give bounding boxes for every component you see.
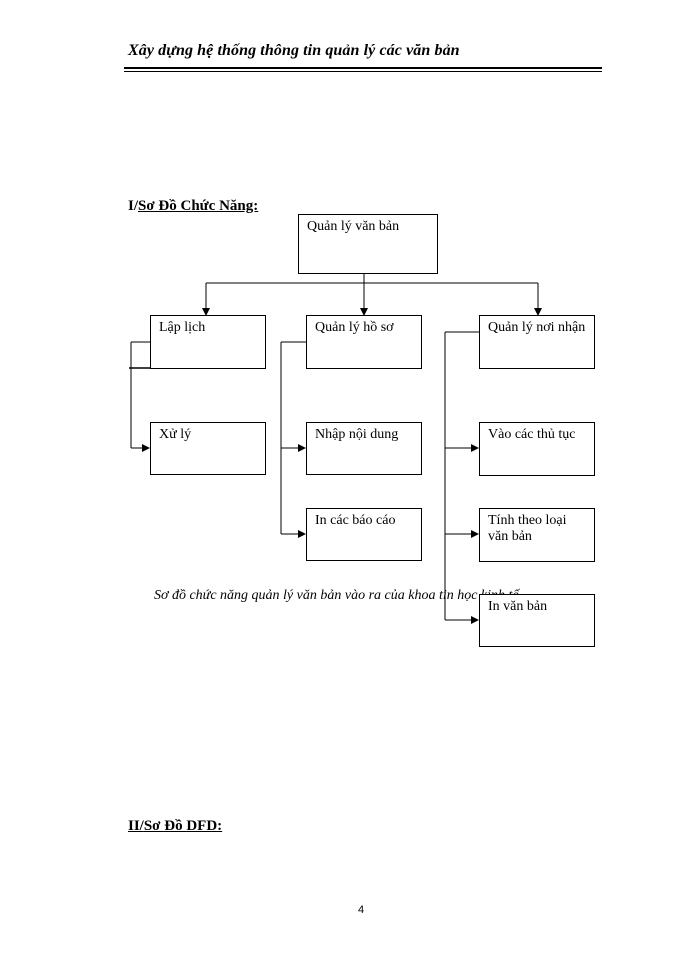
box-nhap-noi-dung-label: Nhập nội dung (315, 427, 399, 442)
running-header-title: Xây dựng hệ thống thông tin quản lý các … (128, 42, 460, 59)
box-in-van-ban-label: In văn bản (488, 599, 548, 614)
section-2-title: Sơ Đồ DFD: (143, 818, 223, 834)
section-1-prefix: I/ (128, 198, 139, 214)
section-1-heading: I/Sơ Đồ Chức Năng: (128, 198, 258, 215)
page-number: 4 (358, 904, 365, 916)
box-tinh-theo-loai-van-ban: Tính theo loại văn bản (479, 508, 595, 562)
box-quan-ly-ho-so-label: Quản lý hồ sơ (315, 320, 394, 335)
box-in-cac-bao-cao-label: In các báo cáo (315, 513, 396, 528)
box-quan-ly-noi-nhan: Quản lý nơi nhận (479, 315, 595, 369)
box-in-van-ban: In văn bản (479, 594, 595, 647)
box-nhap-noi-dung: Nhập nội dung (306, 422, 422, 475)
box-root: Quản lý văn bản (298, 214, 438, 274)
section-2-prefix: II/ (128, 818, 144, 834)
diagram-caption: Sơ đồ chức năng quản lý văn bản vào ra c… (154, 588, 519, 603)
section-2-heading: II/Sơ Đồ DFD: (128, 818, 222, 835)
box-lap-lich-label: Lập lịch (159, 320, 206, 335)
box-vao-cac-thu-tuc: Vào các thủ tục (479, 422, 595, 476)
header-rule-thin (124, 71, 602, 72)
box-quan-ly-noi-nhan-label: Quản lý nơi nhận (488, 320, 586, 335)
box-xu-ly: Xử lý (150, 422, 266, 475)
box-tinh-theo-loai-van-ban-label: Tính theo loại văn bản (488, 513, 567, 544)
header-rule (124, 67, 602, 69)
section-1-title: Sơ Đồ Chức Năng: (138, 198, 259, 214)
box-quan-ly-ho-so: Quản lý hồ sơ (306, 315, 422, 369)
box-lap-lich: Lập lịch (150, 315, 266, 369)
box-in-cac-bao-cao: In các báo cáo (306, 508, 422, 561)
box-root-label: Quản lý văn bản (307, 219, 400, 234)
box-vao-cac-thu-tuc-label: Vào các thủ tục (488, 427, 576, 442)
box-xu-ly-label: Xử lý (159, 427, 192, 442)
